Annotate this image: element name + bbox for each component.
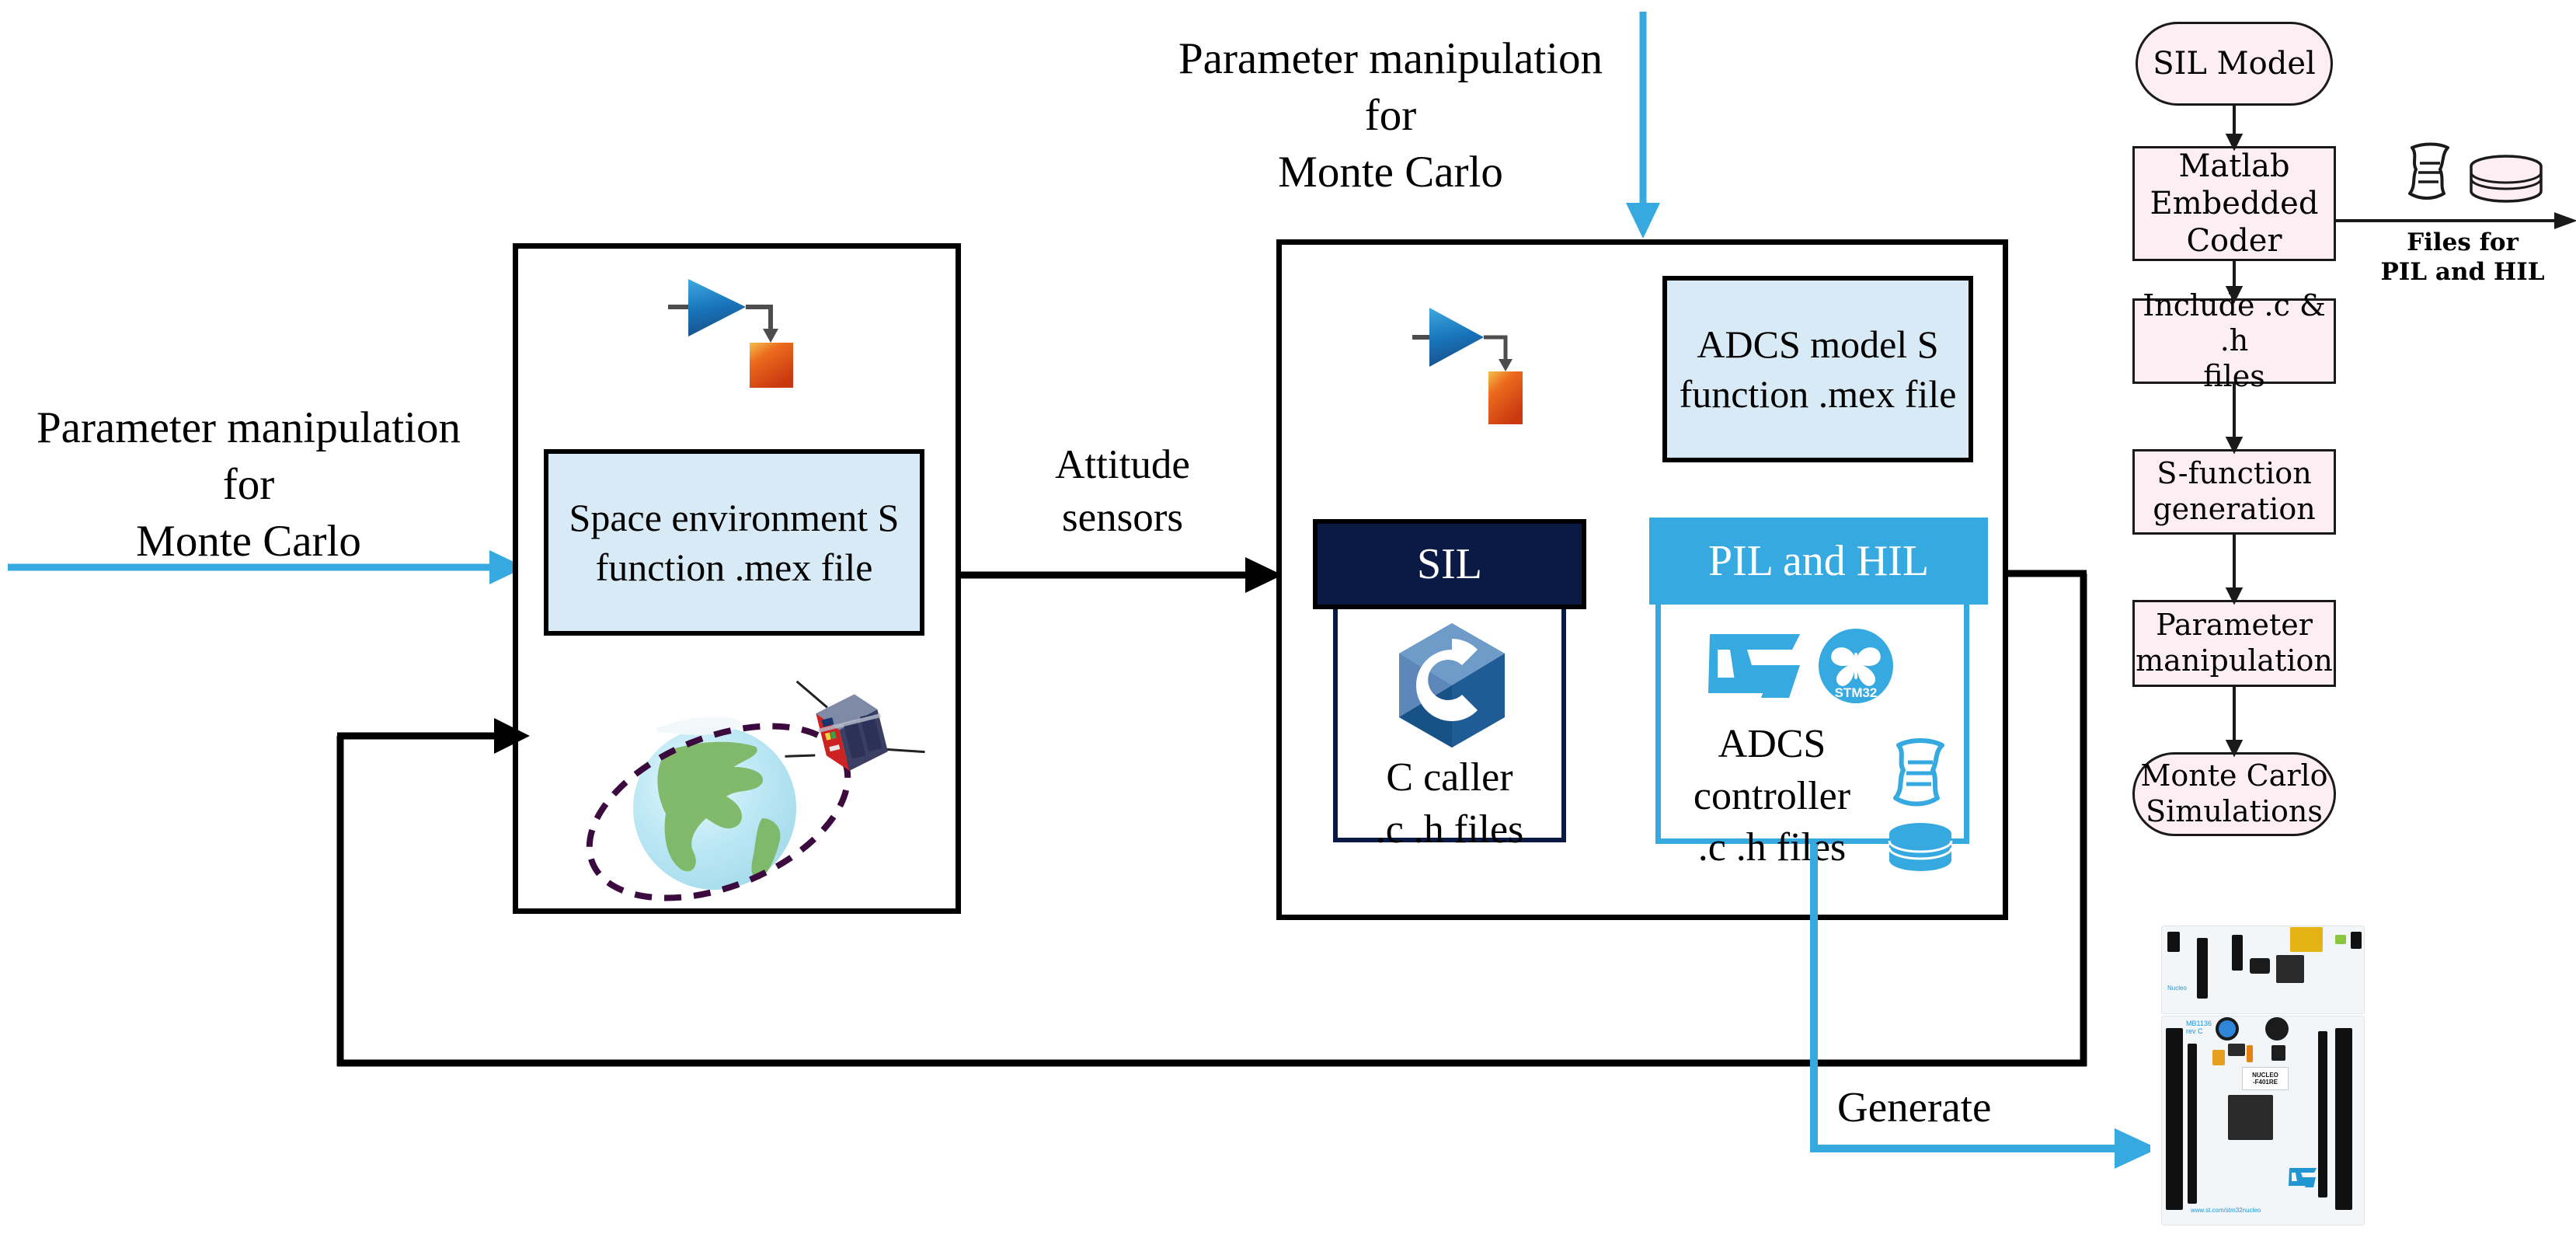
pilhil-header: PIL and HIL [1649,518,1988,605]
board-nucleo-part-label: NUCLEO -F401RE [2242,1067,2289,1090]
scroll-document-icon [1893,738,1944,807]
board-crystal [2250,958,2270,974]
board-regulator [2228,1044,2245,1056]
board-arduino-header-left [2166,1028,2183,1210]
database-cylinder-icon [1888,823,1953,871]
earth-orbit-satellite-icon [586,680,925,901]
top-blue-arrow-icon [1626,12,1660,239]
board-capacitor-orange [2247,1045,2253,1062]
board-user-button [2219,1020,2236,1037]
board-silk-revision-label: MB1136 rev C [2186,1020,2212,1035]
stm32-butterfly-icon: STM32 [1819,629,1893,703]
attitude-sensors-label: Attitude sensors [1055,442,1190,540]
left-blue-arrow-icon [8,550,525,584]
board-nucleo-silk-label: Nucleo [2167,985,2187,992]
generate-label: Generate [1837,1083,1992,1131]
st-logo-icon [1708,634,1800,698]
flow-node-parameter-manipulation-label: Parameter manipulation [2136,608,2333,678]
attitude-sensors-arrow-icon [961,557,1283,593]
scroll-document-icon [2408,142,2449,200]
simulink-gain-block-icon [1412,308,1523,424]
adcs-model-sfunction-label: ADCS model S function .mex file [1679,322,1957,416]
stm32-nucleo-board-image: Nucleo NUCLEO -F401RE MB1136 rev C [2150,921,2374,1228]
database-cylinder-icon [2470,155,2543,203]
board-reset-button [2268,1020,2285,1037]
board-header-swd [2197,938,2208,999]
board-stlink-mcu [2276,955,2304,983]
board-url-label: www.st.com/stm32nucleo [2191,1207,2261,1214]
board-capacitor-orange [2212,1050,2225,1065]
c-language-logo-icon [1399,623,1505,748]
sil-header: SIL [1313,519,1586,609]
flow-node-matlab-embedded-coder-label: Matlab Embedded Coder [2150,148,2319,259]
flow-node-matlab-embedded-coder: Matlab Embedded Coder [2132,146,2336,261]
board-header-cn12 [2167,932,2180,952]
board-led-rgb [2335,935,2346,944]
board-arduino-header-right [2335,1028,2352,1210]
adcs-model-sfunction-block: ADCS model S function .mex file [1662,276,1973,462]
board-usb-connector [2290,927,2323,952]
flow-node-sfunction-generation-label: S-function generation [2153,456,2316,526]
svg-text:STM32: STM32 [1835,685,1878,700]
pilhil-body-label: ADCS controller .c .h files [1693,722,1851,870]
top-parameter-manipulation-label: Parameter manipulation for Monte Carlo [1178,34,1603,197]
board-component-black [2271,1045,2285,1061]
sil-body-label: C caller .c .h files [1375,755,1524,852]
sil-header-label: SIL [1417,540,1482,588]
flow-node-sil-model: SIL Model [2136,22,2333,106]
board-header-stlink [2232,935,2243,971]
board-stm32-mcu [2228,1095,2273,1140]
board-morpho-header-left [2188,1044,2197,1204]
st-logo-icon [2289,1168,2317,1187]
board-header-cn11 [2351,932,2362,949]
simulink-gain-block-icon [668,279,793,388]
flow-node-sil-model-label: SIL Model [2153,46,2316,82]
space-environment-sfunction-label: Space environment S function .mex file [569,496,900,589]
board-morpho-header-right [2318,1031,2327,1197]
flow-node-monte-carlo-simulations-label: Monte Carlo Simulations [2140,758,2328,828]
pilhil-header-label: PIL and HIL [1707,537,1930,585]
left-parameter-manipulation-label: Parameter manipulation for Monte Carlo [36,403,461,566]
space-environment-sfunction-block: Space environment S function .mex file [544,449,924,636]
files-for-pil-hil-label: Files for PIL and HIL [2380,228,2545,286]
flow-node-parameter-manipulation: Parameter manipulation [2132,600,2336,687]
